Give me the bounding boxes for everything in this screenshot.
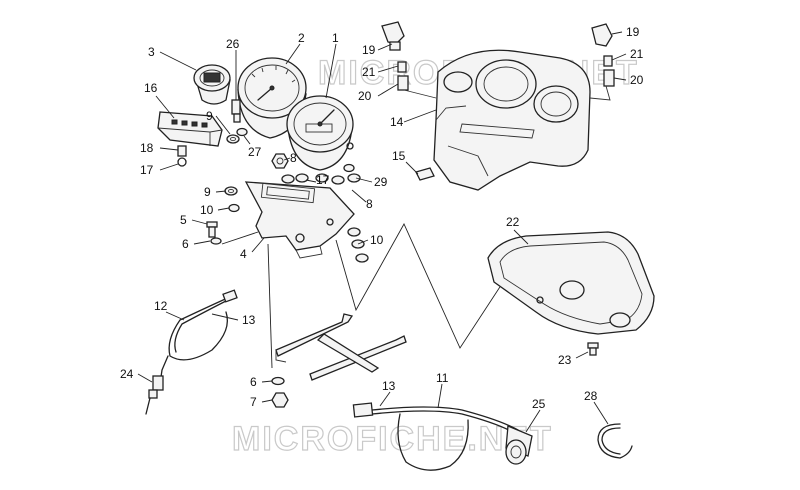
callout-13: 13 — [242, 313, 256, 327]
bulb-part-21a — [397, 61, 407, 73]
callout-15: 15 — [392, 149, 406, 163]
callout-24: 24 — [120, 367, 134, 381]
callout-21: 21 — [362, 65, 376, 79]
drive-part-25 — [505, 425, 533, 465]
guide-line-left — [267, 243, 273, 369]
cap-part-19a — [381, 21, 405, 51]
callout-10: 10 — [200, 203, 214, 217]
clip-part-15 — [415, 167, 435, 181]
nut-part-8a — [271, 153, 289, 169]
callout-11: 11 — [436, 371, 449, 385]
callout-22: 22 — [506, 215, 520, 229]
callout-10: 10 — [370, 233, 384, 247]
socket-part-20a — [397, 75, 437, 99]
callout-17: 17 — [140, 163, 154, 177]
callout-18: 18 — [140, 141, 154, 155]
grommet-part-27 — [236, 127, 248, 137]
callout-3: 3 — [148, 45, 155, 59]
lower-bracket — [275, 313, 407, 381]
warning-light-block-part-16 — [157, 111, 223, 147]
callout-23: 23 — [558, 353, 572, 367]
callout-2: 2 — [298, 31, 305, 45]
mounting-plate-part-4 — [244, 181, 355, 259]
washer-part-6b — [271, 376, 285, 386]
callout-19: 19 — [626, 25, 640, 39]
callout-8: 8 — [366, 197, 373, 211]
guide-line-washer — [221, 231, 259, 245]
grommet-part-10b — [347, 227, 369, 263]
callout-8: 8 — [290, 151, 297, 165]
callout-17: 17 — [316, 173, 330, 187]
small-gauge-part-3 — [193, 64, 231, 105]
callout-1: 1 — [332, 31, 339, 45]
circlip-part-28 — [597, 423, 633, 459]
callout-14: 14 — [390, 115, 404, 129]
watermark-bottom: MICROFICHE.NET — [232, 420, 553, 458]
nut-part-7 — [271, 392, 289, 408]
callout-9: 9 — [206, 109, 213, 123]
callout-6: 6 — [250, 375, 257, 389]
callout-19: 19 — [362, 43, 376, 57]
instrument-shell-part-14 — [433, 49, 591, 191]
washer-part-6a — [210, 237, 222, 245]
callout-4: 4 — [240, 247, 247, 261]
callout-21: 21 — [630, 47, 644, 61]
callouts: 1 2 3 26 16 9 27 18 17 8 17 29 9 10 8 5 … — [120, 25, 644, 411]
callout-5: 5 — [180, 213, 187, 227]
cover-part-22 — [487, 231, 655, 335]
callout-28: 28 — [584, 389, 598, 403]
callout-29: 29 — [374, 175, 388, 189]
guide-line-zigzag — [335, 223, 529, 349]
bulb-part-21b — [603, 55, 613, 67]
screw-part-23 — [587, 342, 599, 356]
bulb-socket-part-18 — [177, 145, 187, 167]
bulb-part-26 — [231, 99, 241, 123]
grommet-part-10a — [228, 203, 240, 213]
callout-20: 20 — [358, 89, 372, 103]
washer-stack-center — [281, 163, 361, 185]
grommet-part-9b — [224, 186, 238, 196]
callout-25: 25 — [532, 397, 546, 411]
callout-27: 27 — [248, 145, 262, 159]
callout-9: 9 — [204, 185, 211, 199]
callout-20: 20 — [630, 73, 644, 87]
callout-7: 7 — [250, 395, 257, 409]
cap-part-19b — [591, 23, 613, 47]
callout-6: 6 — [182, 237, 189, 251]
grommet-part-9a — [226, 134, 240, 144]
screw-part-5 — [206, 221, 218, 238]
speedo-cable-part-11 — [352, 402, 519, 471]
callout-26: 26 — [226, 37, 240, 51]
callout-13: 13 — [382, 379, 396, 393]
leader-lines — [137, 31, 627, 433]
tacho-cable-part-12 — [145, 289, 238, 415]
callout-12: 12 — [154, 299, 168, 313]
speedometer-part-1 — [286, 95, 354, 171]
callout-16: 16 — [144, 81, 158, 95]
